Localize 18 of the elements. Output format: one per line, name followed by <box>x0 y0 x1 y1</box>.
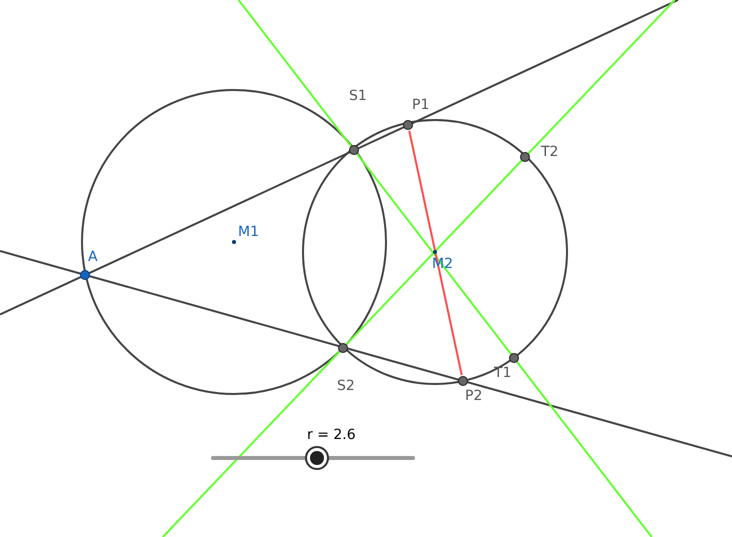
point-label: P2 <box>465 389 482 403</box>
point-label: P1 <box>412 98 430 112</box>
point-marker <box>520 152 530 162</box>
point-marker <box>80 270 90 280</box>
point-marker <box>232 240 236 244</box>
slider-label: r = 2.6 <box>307 428 356 442</box>
point-label: S1 <box>349 89 367 103</box>
point-marker <box>403 120 413 130</box>
point-marker <box>509 353 519 363</box>
point-label: T2 <box>541 145 558 159</box>
point-marker <box>349 145 359 155</box>
point-marker <box>433 250 437 254</box>
point-label: M1 <box>238 225 259 239</box>
point-marker <box>458 376 468 386</box>
point-label: S2 <box>337 379 355 393</box>
point-label: A <box>88 250 98 264</box>
point-label: T1 <box>494 366 512 380</box>
line-segment <box>408 130 463 376</box>
